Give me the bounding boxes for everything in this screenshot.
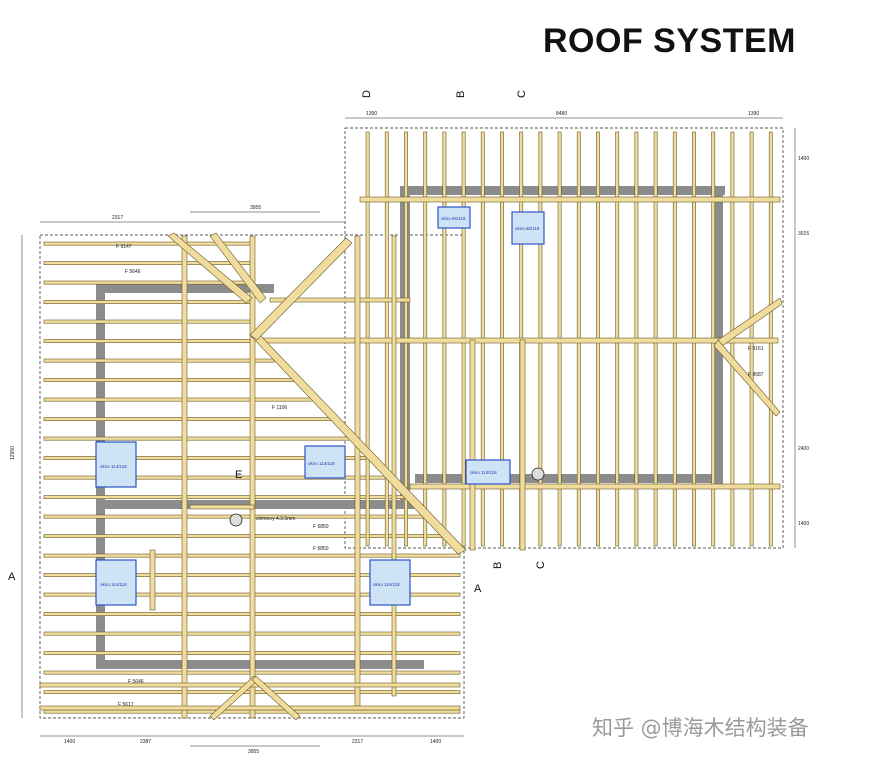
rafter-label: F 5646 [125, 269, 141, 275]
window-label: okno 114/118 [308, 461, 335, 466]
wall-plate [104, 660, 424, 669]
rafter [249, 235, 256, 719]
dimension-label: 2387 [140, 739, 151, 745]
dimension-label: 2317 [352, 739, 363, 745]
roof-window [95, 559, 137, 606]
dimension-label: 3955 [248, 749, 259, 755]
roof-window [437, 206, 471, 229]
dimension-label: 3955 [250, 205, 261, 211]
chimney-icon [229, 513, 243, 527]
rafter [43, 397, 314, 402]
rafter [257, 337, 779, 344]
section-marker: B [492, 562, 504, 569]
rafter [354, 235, 361, 707]
rafter [181, 235, 188, 719]
roof-window [369, 559, 411, 606]
section-marker: D [361, 90, 373, 98]
rafter-label: F 9147 [116, 244, 132, 250]
rafter [43, 358, 275, 363]
dimension-label: 2317 [112, 215, 123, 221]
dimension-label: 1400 [64, 739, 75, 745]
dimension-label: 8480 [556, 111, 567, 117]
wall-plate [410, 186, 725, 195]
rafter-label: F 5850 [313, 546, 329, 552]
section-marker: A [8, 571, 16, 583]
rafter [391, 235, 397, 697]
rafter [43, 319, 255, 324]
rafter [189, 504, 255, 510]
roof-window [511, 211, 545, 245]
page-title: ROOF SYSTEM [543, 22, 796, 60]
rafter-label: F 5850 [313, 524, 329, 530]
rafter [409, 483, 781, 490]
dimension-label: 1400 [430, 739, 441, 745]
rafter [43, 300, 255, 305]
hip-beam [209, 232, 267, 304]
dimension-label: 1400 [798, 156, 809, 162]
hip-beam [713, 339, 781, 417]
rafter-label: F 8687 [748, 372, 764, 378]
section-marker: B [455, 91, 467, 98]
rafter [149, 549, 156, 611]
section-marker: A [474, 583, 482, 595]
rafter [469, 339, 476, 551]
section-marker: C [535, 561, 547, 569]
rafter [43, 261, 255, 266]
rafter [269, 297, 411, 303]
rafter-label: F 5617 [118, 702, 134, 708]
window-label: okno 114/118 [100, 582, 127, 587]
hip-beam [167, 232, 253, 304]
wall-plate [104, 500, 414, 509]
roof-window [465, 459, 511, 485]
window-label: okno 114/118 [373, 582, 400, 587]
watermark: 知乎 @博海木结构装备 [592, 716, 809, 740]
roof-window [95, 441, 137, 488]
rafter-label: F 5646 [128, 679, 144, 685]
section-marker: C [516, 90, 528, 98]
roof-window [304, 445, 346, 479]
window-label: okno 66/118 [441, 216, 466, 221]
window-label: okno 114/118 [100, 464, 127, 469]
rafter [359, 196, 781, 203]
window-label: okno 114/118 [470, 470, 497, 475]
rafter [39, 705, 461, 711]
rafter [43, 436, 353, 441]
wall-plate [714, 186, 723, 486]
rafter [43, 417, 333, 422]
dimension-label: 3015 [798, 231, 809, 237]
chimney-label: chimney 4.3.5mm [256, 516, 295, 522]
dimension-label: 1390 [748, 111, 759, 117]
hip-beam [251, 675, 301, 721]
window-label: okno 66/118 [515, 226, 540, 231]
chimney-icon [531, 467, 545, 481]
dimension-label: 12950 [10, 446, 16, 460]
hip-beam [249, 237, 353, 341]
dimension-label: 1390 [366, 111, 377, 117]
rafter-label: F 9161 [748, 346, 764, 352]
rafter [43, 378, 294, 383]
wall-plate [415, 474, 720, 483]
rafter-label: F 1106 [272, 405, 287, 411]
dimension-label: 2400 [798, 446, 809, 452]
dimension-label: 1400 [798, 521, 809, 527]
section-marker: E [235, 469, 242, 481]
rafter [519, 339, 526, 551]
wall-plate [104, 284, 274, 293]
rafter [43, 339, 255, 344]
